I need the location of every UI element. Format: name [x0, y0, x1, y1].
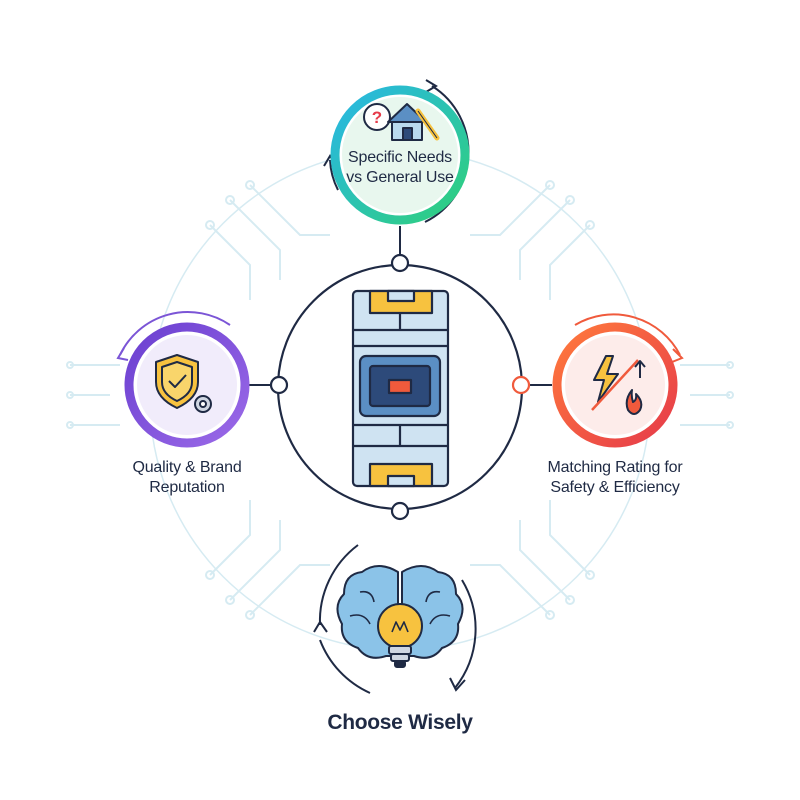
cycle-arrow-right: [574, 313, 681, 356]
node-dot-top: [390, 253, 410, 273]
node-matching-rating: [552, 313, 684, 448]
label-matching-rating-line-2: Safety & Efficiency: [550, 479, 680, 496]
cycle-arrow-left: [119, 311, 231, 356]
node-quality-brand: [116, 311, 250, 448]
label-matching-rating: Matching Rating for Safety & Efficiency: [525, 458, 705, 498]
node-dot-bottom: [390, 501, 410, 521]
brain-lightbulb-icon: [336, 565, 464, 668]
label-quality-brand: Quality & Brand Reputation: [102, 458, 272, 498]
cycle-arrow-bottom-left: [319, 639, 371, 694]
cycle-arrow-top-left: [329, 159, 339, 191]
circuit-traces-upper-right: [470, 180, 595, 300]
cycle-arrow-bottom: [318, 544, 359, 626]
lightning-fire-icon: [591, 355, 646, 415]
node-dot-right: [511, 375, 531, 395]
label-specific-needs-line-1: Specific Needs: [348, 149, 452, 166]
node-choose-wisely: [313, 544, 477, 694]
svg-text:?: ?: [372, 108, 382, 127]
shield-gear-icon: [155, 354, 212, 413]
label-specific-needs: Specific Needs vs General Use: [330, 148, 470, 188]
circuit-traces-right-edge: [680, 361, 734, 429]
label-choose-wisely: Choose Wisely: [327, 711, 473, 734]
circuit-traces-left-edge: [66, 361, 120, 429]
node-specific-needs: ?: [323, 79, 470, 225]
circuit-breaker-icon: [351, 289, 450, 488]
label-quality-brand-line-1: Quality & Brand: [132, 459, 242, 476]
circuit-traces-lower-right: [470, 500, 595, 620]
connector-nodes: [269, 253, 531, 521]
house-with-tools-icon: ?: [363, 103, 440, 141]
cycle-arrow-bottom-right: [454, 579, 477, 689]
circuit-traces-lower-left: [205, 500, 330, 620]
label-quality-brand-line-2: Reputation: [149, 479, 225, 496]
label-specific-needs-line-2: vs General Use: [346, 169, 454, 186]
circuit-traces-upper-left: [205, 180, 330, 300]
node-dot-left: [269, 375, 289, 395]
label-matching-rating-line-1: Matching Rating for: [547, 459, 683, 476]
